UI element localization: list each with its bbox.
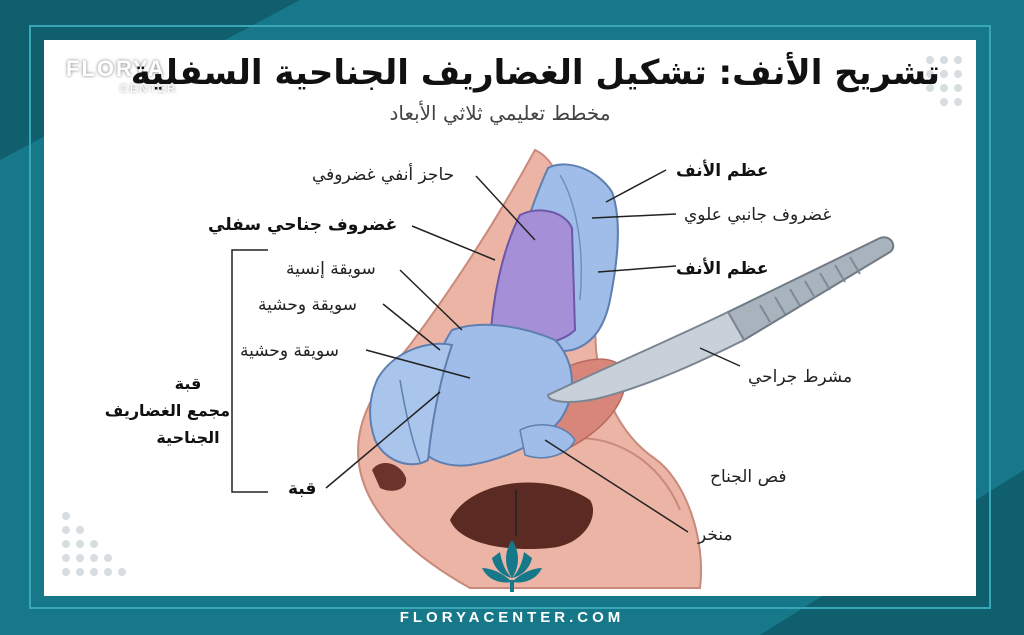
- label-dome-group-line-3: الجناحية: [156, 428, 220, 447]
- label-dome-group-line-1: قبة: [174, 374, 202, 393]
- label-lower-lateral-cartilage: غضروف جناحي سفلي: [208, 215, 398, 235]
- label-dome-group-line-2: مجمع الغضاريف: [104, 401, 230, 420]
- label-nasal-bone-top: عظم الأنف: [676, 161, 769, 181]
- label-dome-group: قبة مجمع الغضاريف الجناحية: [104, 370, 230, 451]
- label-dome: قبة: [288, 479, 317, 499]
- scalpel-icon: [546, 236, 895, 403]
- label-nasal-bone-bottom: عظم الأنف: [676, 259, 769, 279]
- footer-website[interactable]: FLORYACENTER.COM: [399, 609, 625, 626]
- label-nostril: منخر: [698, 525, 733, 545]
- label-alar-lobule: فص الجناح: [710, 467, 787, 487]
- dot-pattern-icon: [926, 56, 962, 106]
- page-title: تشريح الأنف: تشكيل الغضاريف الجناحية الس…: [130, 53, 940, 93]
- label-lateral-crus-1: سويقة وحشية: [258, 295, 358, 315]
- label-scalpel: مشرط جراحي: [748, 367, 853, 387]
- nostril-shape: [450, 482, 594, 550]
- lotus-logo-icon: [482, 540, 542, 592]
- brand-logo-subtext: CENTER: [120, 83, 178, 95]
- brand-logo-text: FLORYA: [66, 56, 166, 81]
- brand-logo: FLORYA CENTER: [66, 56, 196, 102]
- label-lateral-crus-2: سويقة وحشية: [240, 341, 340, 361]
- dot-pattern-icon: [62, 512, 126, 576]
- label-medial-crus: سويقة إنسية: [286, 259, 376, 279]
- page-subtitle: مخطط تعليمي ثلاثي الأبعاد: [389, 101, 611, 125]
- label-septal-cartilage: حاجز أنفي غضروفي: [312, 165, 455, 185]
- label-upper-lateral-cartilage: غضروف جانبي علوي: [684, 205, 832, 225]
- left-nostril-shape: [372, 463, 407, 491]
